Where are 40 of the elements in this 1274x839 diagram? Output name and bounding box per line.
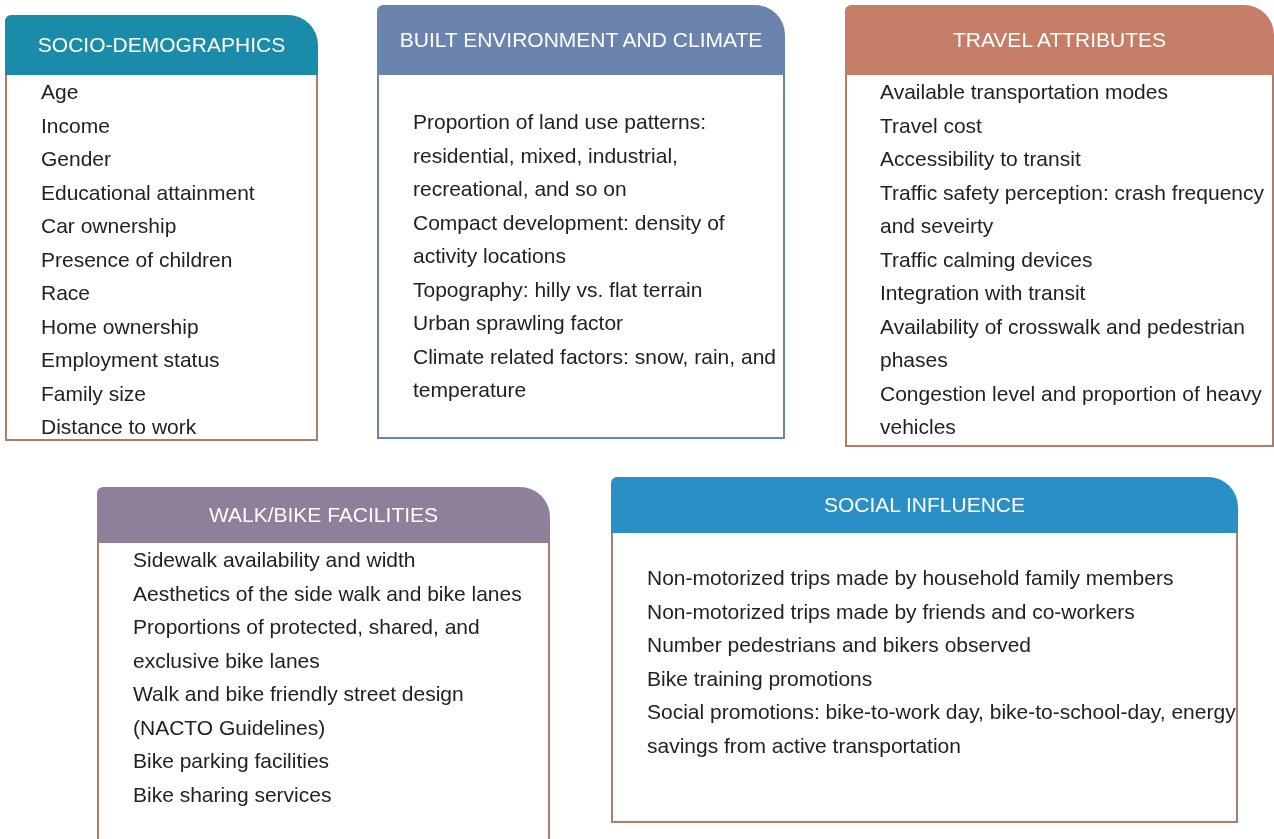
list-item: Bike training promotions <box>647 665 874 692</box>
list-item: Bike parking facilities <box>133 748 331 774</box>
list-item: Family size <box>41 380 147 407</box>
list-item: Travel cost <box>880 112 983 139</box>
list-item: Home ownership <box>41 313 200 340</box>
card-header: WALK/BIKE FACILITIES <box>97 487 550 543</box>
list-item: Accessibility to transit <box>880 146 1082 172</box>
list-item: Integration with transit <box>880 280 1087 306</box>
list-item: Aesthetics of the side walk and bike lanes <box>133 580 523 607</box>
card-header: SOCIAL INFLUENCE <box>611 477 1238 533</box>
list-item: Proportion of land use patterns: residential, mixed, industrial, recreational, and so on <box>413 109 707 202</box>
list-item: Social promotions: bike-to-work day, bike-to-school-day, energy savings from active transportation <box>647 699 1237 759</box>
list-item: Non-motorized trips made by friends and co-workers <box>647 598 1136 625</box>
list-item: Age <box>41 79 80 105</box>
list-item: Sidewalk availability and width <box>133 547 417 573</box>
list-item: Climate related factors: snow, rain, and temperature <box>413 343 777 403</box>
list-item: Car ownership <box>41 213 178 239</box>
list-item: Traffic calming devices <box>880 246 1094 273</box>
list-item: Race <box>41 280 92 306</box>
card-header: SOCIO-DEMOGRAPHICS <box>5 15 318 75</box>
card-header: TRAVEL ATTRIBUTES <box>845 5 1274 75</box>
list-item: Topography: hilly vs. flat terrain <box>413 276 704 303</box>
list-item: Traffic safety perception: crash frequency and seveirty <box>880 179 1266 239</box>
list-item: Congestion level and proportion of heavy vehicles <box>880 380 1263 440</box>
list-item: Income <box>41 112 111 139</box>
list-item: Distance to work <box>41 414 198 440</box>
list-item: Proportions of protected, shared, and exclusive bike lanes <box>133 614 481 674</box>
list-item: Available transportation modes <box>880 79 1169 105</box>
list-item: Presence of children <box>41 246 234 273</box>
list-item: Non-motorized trips made by household family members <box>647 565 1175 591</box>
list-item: Number pedestrians and bikers observed <box>647 632 1033 658</box>
list-item: Educational attainment <box>41 179 256 206</box>
list-item: Employment status <box>41 347 221 373</box>
list-item: Compact development: density of activity locations <box>413 209 726 269</box>
card-header: BUILT ENVIRONMENT AND CLIMATE <box>377 5 785 75</box>
list-item: Availability of crosswalk and pedestrian phases <box>880 313 1246 373</box>
list-item: Gender <box>41 146 113 172</box>
list-item: Walk and bike friendly street design (NACTO Guidelines) <box>133 681 465 741</box>
list-item: Bike sharing services <box>133 781 333 808</box>
list-item: Urban sprawling factor <box>413 310 625 336</box>
